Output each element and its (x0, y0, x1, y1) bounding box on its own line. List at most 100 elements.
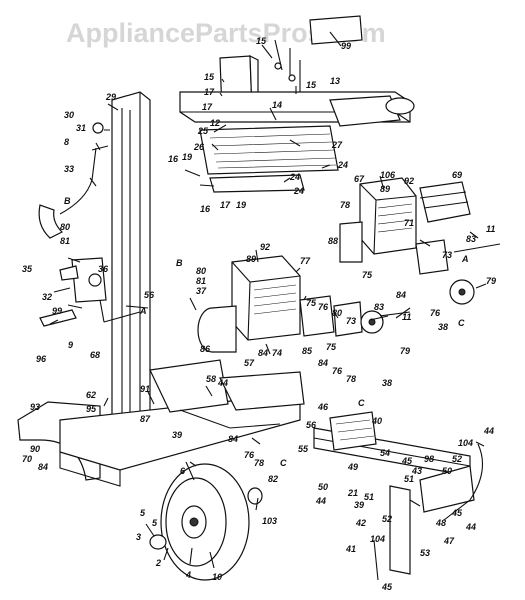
callout-70: 70 (22, 454, 32, 464)
callout-92: 92 (404, 176, 414, 186)
callout-labels: 99 15 13 15 15 17 17 12 25 14 27 26 24 2… (22, 36, 496, 592)
callout-38: 38 (382, 378, 392, 388)
callout-73: 73 (442, 250, 452, 260)
callout-80: 80 (60, 222, 70, 232)
callout-93: 93 (30, 402, 40, 412)
callout-84: 84 (318, 358, 328, 368)
callout-15: 15 (306, 80, 317, 90)
callout-62: 62 (86, 390, 96, 400)
callout-9: 9 (68, 340, 73, 350)
tongue-assembly (313, 411, 484, 581)
callout-14: 14 (272, 100, 282, 110)
callout-79: 79 (486, 276, 496, 286)
tank-assembly (179, 15, 415, 193)
callout-4: 4 (185, 570, 191, 580)
callout-15: 15 (204, 72, 215, 82)
callout-37: 37 (196, 286, 207, 296)
callout-89: 89 (380, 184, 390, 194)
callout-79: 79 (400, 346, 410, 356)
callout-103: 103 (262, 516, 277, 526)
callout-56: 56 (144, 290, 155, 300)
callout-46: 46 (317, 402, 329, 412)
callout-39: 39 (172, 430, 182, 440)
callout-53: 53 (420, 548, 430, 558)
callout-78: 78 (254, 458, 264, 468)
callout-B: B (64, 196, 71, 206)
engine-center (197, 255, 411, 353)
callout-91: 91 (140, 384, 150, 394)
callout-5: 5 (152, 518, 158, 528)
callout-8: 8 (64, 137, 69, 147)
callout-39: 39 (354, 500, 364, 510)
callout-84: 84 (258, 348, 268, 358)
callout-24: 24 (293, 186, 304, 196)
leader-lines (49, 31, 487, 569)
wheel-assembly (149, 463, 263, 581)
callout-17: 17 (202, 102, 213, 112)
callout-16: 16 (200, 204, 211, 214)
callout-75: 75 (362, 270, 373, 280)
callout-C: C (458, 318, 465, 328)
callout-24: 24 (337, 160, 348, 170)
callout-5: 5 (140, 508, 146, 518)
callout-71: 71 (404, 218, 414, 228)
callout-45: 45 (401, 456, 413, 466)
callout-44: 44 (465, 522, 476, 532)
callout-35: 35 (22, 264, 33, 274)
callout-29: 29 (105, 92, 116, 102)
callout-76: 76 (332, 366, 343, 376)
callout-3: 3 (136, 532, 141, 542)
callout-10: 10 (212, 572, 222, 582)
callout-42: 42 (355, 518, 366, 528)
frame-base (17, 359, 305, 487)
callout-45: 45 (381, 582, 393, 592)
callout-19: 19 (182, 152, 192, 162)
callout-98: 98 (424, 454, 434, 464)
callout-13: 13 (330, 76, 340, 86)
callout-44: 44 (315, 496, 326, 506)
callout-B: B (176, 258, 183, 268)
callout-36: 36 (98, 264, 109, 274)
callout-99: 99 (52, 306, 62, 316)
callout-51: 51 (404, 474, 414, 484)
callout-95: 95 (86, 404, 97, 414)
callout-12: 12 (210, 118, 220, 128)
callout-15: 15 (256, 36, 267, 46)
callout-84: 84 (228, 434, 238, 444)
callout-76: 76 (244, 450, 255, 460)
callout-47: 47 (443, 536, 455, 546)
callout-90: 90 (30, 444, 40, 454)
callout-21: 21 (347, 488, 358, 498)
callout-11: 11 (402, 312, 411, 322)
callout-75: 75 (326, 342, 337, 352)
callout-26: 26 (193, 142, 205, 152)
callout-81: 81 (196, 276, 206, 286)
callout-55: 55 (298, 444, 309, 454)
callout-96: 96 (36, 354, 47, 364)
callout-50: 50 (442, 466, 452, 476)
callout-11: 11 (486, 224, 495, 234)
callout-78: 78 (340, 200, 350, 210)
callout-6: 6 (180, 466, 186, 476)
callout-50: 50 (318, 482, 328, 492)
callout-44: 44 (483, 426, 494, 436)
callout-40: 40 (371, 416, 382, 426)
callout-77: 77 (300, 256, 311, 266)
callout-89: 89 (246, 254, 256, 264)
callout-2: 2 (155, 558, 161, 568)
callout-80: 80 (196, 266, 206, 276)
callout-88: 88 (328, 236, 338, 246)
callout-48: 48 (435, 518, 446, 528)
callout-51: 51 (364, 492, 374, 502)
callout-17: 17 (204, 87, 215, 97)
callout-45: 45 (451, 508, 463, 518)
callout-76: 76 (318, 302, 329, 312)
callout-19: 19 (236, 200, 246, 210)
callout-69: 69 (452, 170, 462, 180)
callout-C: C (280, 458, 287, 468)
callout-33: 33 (64, 164, 74, 174)
callout-84: 84 (396, 290, 406, 300)
callout-52: 52 (452, 454, 462, 464)
callout-44: 44 (217, 378, 228, 388)
